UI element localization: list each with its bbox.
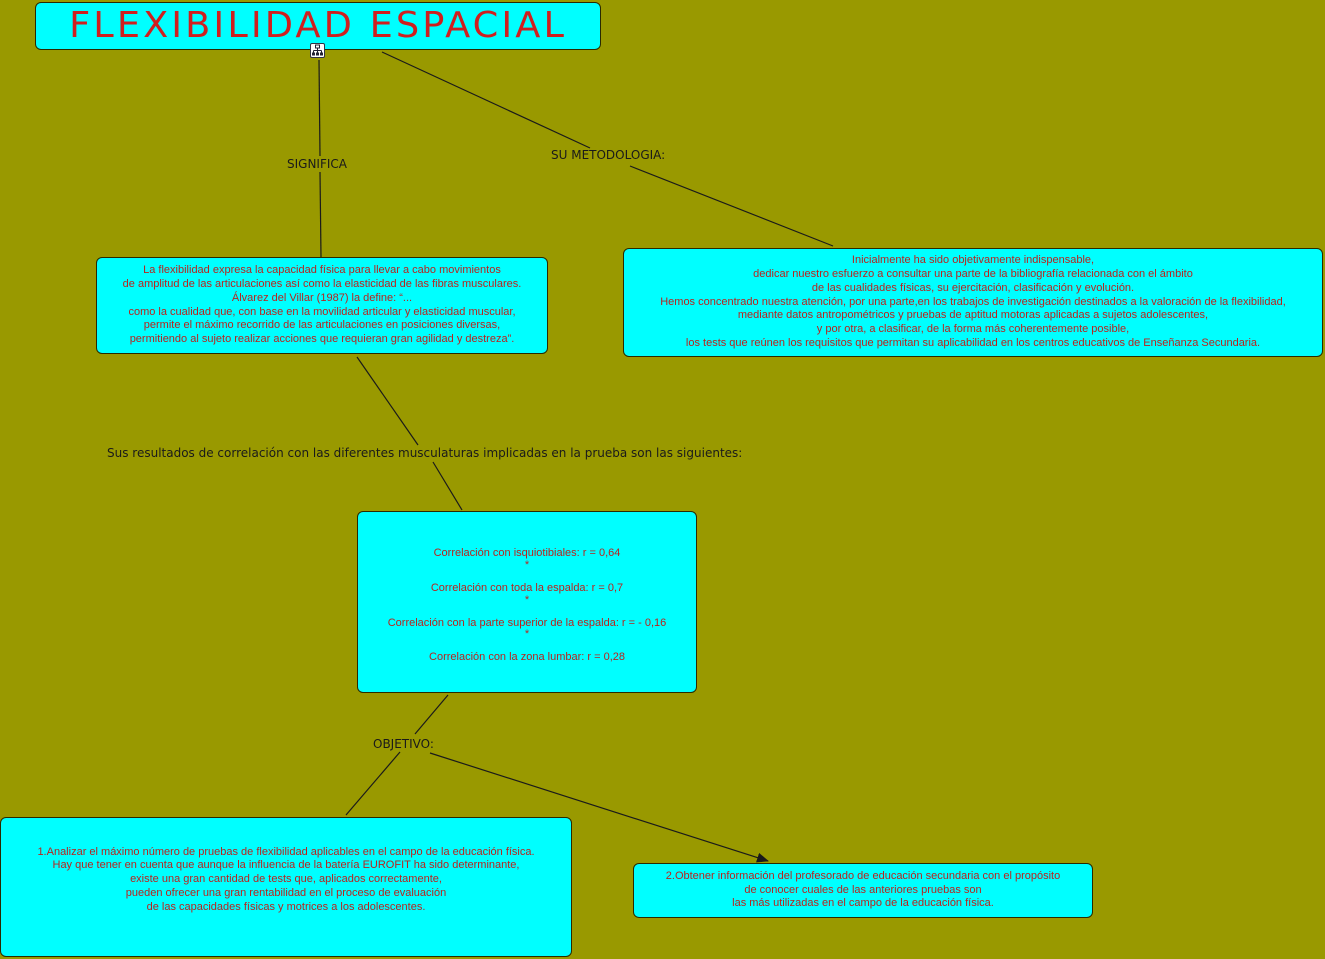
methodology-line: mediante datos antropométricos y pruebas… [737, 309, 1209, 322]
objective-1-line: Hay que tener en cuenta que aunque la in… [52, 859, 520, 872]
correlation-separator: * [524, 558, 530, 571]
line-title-significa [318, 59, 321, 157]
methodology-line: Hemos concentrado nuestra atención, por … [660, 295, 1286, 308]
link-label-significa: SIGNIFICA [287, 157, 347, 171]
line-objetivo-objective1 [345, 751, 401, 816]
objective-1-line: pueden ofrecer una gran rentabilidad en … [125, 886, 447, 899]
definition-line: como la cualidad que, con base en la mov… [128, 305, 516, 318]
methodology-line: de las cualidades físicas, su ejercitaci… [811, 281, 1135, 294]
correlation-item: Correlación con toda la espalda: r = 0,7 [430, 581, 624, 594]
methodology-line: y por otra, a clasificar, de la forma má… [816, 323, 1130, 336]
link-label-metodologia: SU METODOLOGIA: [551, 148, 666, 162]
correlation-item: Correlación con isquiotibiales: r = 0,64 [433, 546, 621, 559]
concept-map-icon[interactable] [310, 43, 325, 58]
objective-2-line: las más utilizadas en el campo de la edu… [732, 897, 994, 910]
definition-line: permitiendo al sujeto realizar acciones … [129, 333, 515, 346]
line-correlations-objetivo [414, 694, 449, 735]
objective-2-node[interactable]: 2.Obtener información del profesorado de… [633, 863, 1093, 918]
link-label-objetivo: OBJETIVO: [373, 737, 434, 751]
line-resultados-correlations [432, 461, 463, 511]
objective-1-line: 1.Analizar el máximo número de pruebas d… [37, 845, 535, 858]
line-significa-definition [319, 171, 322, 258]
line-objetivo-objective2 [429, 752, 769, 863]
definition-node[interactable]: La flexibilidad expresa la capacidad fís… [96, 257, 548, 354]
objective-2-line: 2.Obtener información del profesorado de… [665, 869, 1061, 882]
correlation-separator: * [524, 593, 530, 606]
correlation-item: Correlación con la parte superior de la … [387, 616, 667, 629]
objective-1-line: de las capacidades físicas y motrices a … [146, 900, 426, 913]
link-label-resultados: Sus resultados de correlación con las di… [107, 446, 743, 460]
methodology-node[interactable]: Inicialmente ha sido objetivamente indis… [623, 248, 1323, 357]
line-metodologia-methodology [629, 165, 834, 247]
methodology-line: Inicialmente ha sido objetivamente indis… [851, 254, 1095, 267]
objective-1-line: existe una gran cantidad de tests que, a… [130, 873, 442, 886]
definition-line: de amplitud de las articulaciones así co… [122, 277, 522, 290]
definition-line: permite el máximo recorrido de las artic… [143, 319, 501, 332]
methodology-line: los tests que reúnen los requisitos que … [685, 336, 1261, 349]
objective-1-node[interactable]: 1.Analizar el máximo número de pruebas d… [0, 817, 572, 957]
page-title: FLEXIBILIDAD ESPACIAL [69, 5, 567, 47]
correlations-node[interactable]: Correlación con isquiotibiales: r = 0,64… [357, 511, 697, 693]
methodology-line: dedicar nuestro esfuerzo a consultar una… [753, 268, 1193, 280]
correlation-separator: * [524, 628, 530, 641]
line-title-metodologia [381, 51, 591, 149]
objective-2-line: de conocer cuales de las anteriores prue… [744, 883, 982, 896]
title-node[interactable]: FLEXIBILIDAD ESPACIAL [35, 2, 601, 50]
correlation-item: Correlación con la zona lumbar: r = 0,28 [429, 651, 625, 664]
definition-line: La flexibilidad expresa la capacidad fís… [143, 264, 501, 277]
definition-line: Álvarez del Villar (1987) la define: “..… [231, 291, 413, 304]
line-definition-resultados [356, 356, 419, 446]
